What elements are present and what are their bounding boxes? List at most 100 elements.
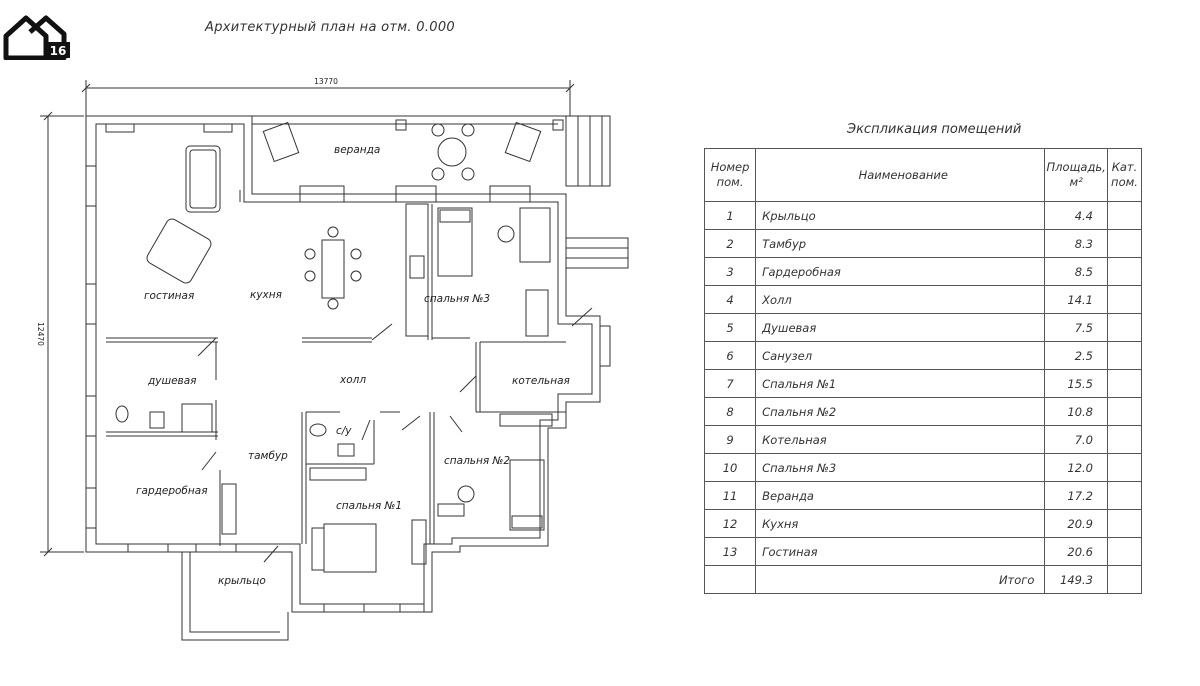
header-cat-line1: Кат. [1111,160,1138,174]
explication-header-row: Номер пом. Наименование Площадь, м² Кат.… [703,148,1143,202]
room-label-kitchen: кухня [250,289,282,301]
total-label: Итого [755,565,1046,594]
room-num-cell: 12 [703,509,757,538]
room-label-hall: холл [339,374,366,386]
header-cat-line2: пом. [1111,175,1138,189]
header-area-line1: Площадь, [1046,160,1106,174]
room-cat-cell [1106,481,1143,510]
room-num-cell: 4 [703,285,757,314]
floor-plan: 13770 12470 веранда гостиная кухня спаль… [36,77,629,641]
room-name-cell: Спальня №1 [755,369,1046,398]
room-cat-cell [1106,537,1143,566]
room-label-vestibule: тамбур [248,450,288,462]
header-cat: Кат. пом. [1106,148,1143,202]
room-name-cell: Кухня [755,509,1046,538]
room-cat-cell [1106,453,1143,482]
room-area-cell: 8.3 [1044,229,1108,258]
room-num-cell: 9 [703,425,757,454]
room-area-cell: 7.0 [1044,425,1108,454]
header-num-line2: пом. [716,175,744,189]
room-label-wardrobe: гардеробная [136,485,208,497]
room-name-cell: Душевая [755,313,1046,342]
room-name-cell: Котельная [755,425,1046,454]
explication-total-row: Итого 149.3 [703,565,1143,594]
room-name-cell: Веранда [755,481,1046,510]
logo-badge: 16 [50,44,67,58]
room-name-cell: Спальня №2 [755,397,1046,426]
header-name: Наименование [755,148,1046,202]
room-area-cell: 20.9 [1044,509,1108,538]
room-cat-cell [1106,229,1143,258]
room-label-bedroom2: спальня №2 [444,455,510,467]
room-cat-cell [1106,509,1143,538]
room-name-cell: Тамбур [755,229,1046,258]
room-label-bedroom3: спальня №3 [424,293,490,305]
room-num-cell: 5 [703,313,757,342]
room-cat-cell [1106,285,1143,314]
room-cat-cell [1106,425,1143,454]
room-cat-cell [1106,369,1143,398]
room-area-cell: 7.5 [1044,313,1108,342]
room-name-cell: Крыльцо [755,201,1046,230]
room-area-cell: 17.2 [1044,481,1108,510]
room-label-shower: душевая [147,375,196,387]
room-area-cell: 10.8 [1044,397,1108,426]
dim-height-label: 12470 [36,322,45,346]
room-num-cell: 7 [703,369,757,398]
plan-title: Архитектурный план на отм. 0.000 [205,20,455,35]
room-cat-cell [1106,201,1143,230]
room-name-cell: Холл [755,285,1046,314]
total-value: 149.3 [1044,565,1108,594]
room-area-cell: 14.1 [1044,285,1108,314]
room-cat-cell [1106,341,1143,370]
room-area-cell: 20.6 [1044,537,1108,566]
room-num-cell: 6 [703,341,757,370]
explication-table: Номер пом. Наименование Площадь, м² Кат.… [703,148,1143,594]
room-area-cell: 15.5 [1044,369,1108,398]
house-logo-icon: 16 [3,15,70,60]
room-num-cell: 2 [703,229,757,258]
room-name-cell: Санузел [755,341,1046,370]
room-num-cell: 3 [703,257,757,286]
room-area-cell: 12.0 [1044,453,1108,482]
room-label-boiler: котельная [512,375,570,387]
room-area-cell: 2.5 [1044,341,1108,370]
room-label-porch: крыльцо [218,575,266,587]
room-label-living: гостиная [144,290,194,302]
room-name-cell: Спальня №3 [755,453,1046,482]
room-cat-cell [1106,313,1143,342]
room-cat-cell [1106,397,1143,426]
total-cat-cell [1106,565,1143,594]
room-area-cell: 8.5 [1044,257,1108,286]
room-num-cell: 10 [703,453,757,482]
room-cat-cell [1106,257,1143,286]
room-label-bath: с/у [336,425,352,437]
room-name-cell: Гардеробная [755,257,1046,286]
room-num-cell: 11 [703,481,757,510]
header-area: Площадь, м² [1044,148,1108,202]
header-area-line2: м² [1069,175,1083,189]
room-num-cell: 13 [703,537,757,566]
dim-width-label: 13770 [314,77,338,86]
total-num-cell [703,565,757,594]
room-num-cell: 8 [703,397,757,426]
header-num: Номер пом. [703,148,757,202]
room-area-cell: 4.4 [1044,201,1108,230]
explication-title: Экспликация помещений [847,122,1022,137]
header-num-line1: Номер [710,160,750,174]
room-num-cell: 1 [703,201,757,230]
